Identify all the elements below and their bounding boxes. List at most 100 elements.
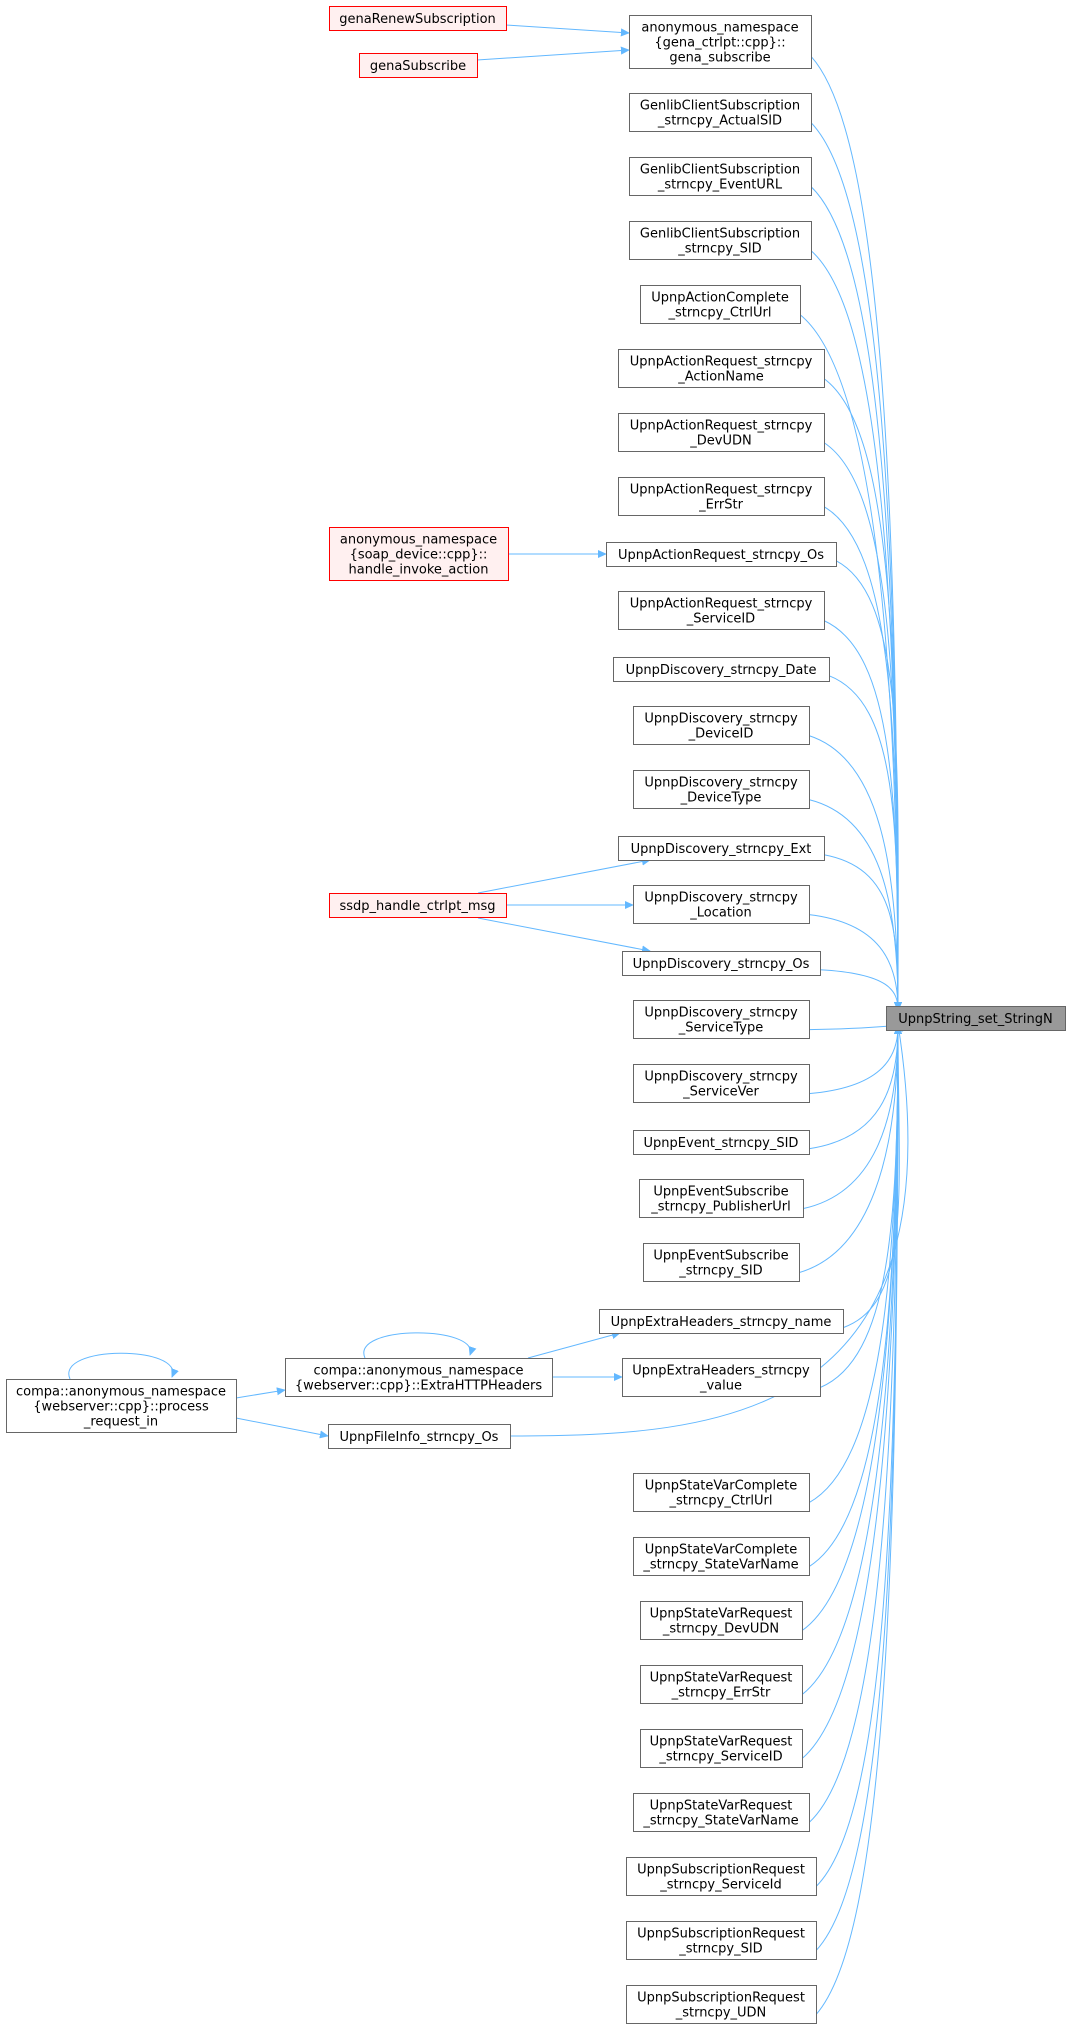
- node-gcs-eventurl[interactable]: GenlibClientSubscription_strncpy_EventUR…: [629, 157, 812, 196]
- node-ssdp-handle[interactable]: ssdp_handle_ctrlpt_msg: [329, 893, 507, 918]
- node-d-devicetype[interactable]: UpnpDiscovery_strncpy_DeviceType: [633, 770, 810, 809]
- node-ar-errstr[interactable]: UpnpActionRequest_strncpy_ErrStr: [618, 477, 825, 516]
- node-box: [622, 1358, 821, 1397]
- node-label: _strncpy_EventURL: [657, 178, 783, 193]
- node-sr-udn[interactable]: UpnpSubscriptionRequest_strncpy_UDN: [626, 1985, 817, 2024]
- node-label: GenlibClientSubscription: [640, 99, 800, 114]
- node-fi-os[interactable]: UpnpFileInfo_strncpy_Os: [328, 1424, 511, 1449]
- node-svr-statevarname[interactable]: UpnpStateVarRequest_strncpy_StateVarName: [633, 1793, 810, 1832]
- node-process-request-in[interactable]: compa::anonymous_namespace{webserver::cp…: [6, 1379, 237, 1433]
- node-es-publisherurl[interactable]: UpnpEventSubscribe_strncpy_PublisherUrl: [639, 1179, 804, 1218]
- node-ac-ctrlurl[interactable]: UpnpActionComplete_strncpy_CtrlUrl: [640, 285, 801, 324]
- node-label: UpnpDiscovery_strncpy: [644, 712, 798, 727]
- node-label: anonymous_namespace: [641, 21, 798, 36]
- edge-gena_renew-to-gena_subscribe: [505, 24, 630, 37]
- node-label: _strncpy_CtrlUrl: [668, 306, 772, 321]
- node-svr-devudn[interactable]: UpnpStateVarRequest_strncpy_DevUDN: [640, 1601, 803, 1640]
- edge-process-to-fileinfo: [235, 1417, 329, 1439]
- node-d-date[interactable]: UpnpDiscovery_strncpy_Date: [613, 657, 830, 682]
- node-ar-devudn[interactable]: UpnpActionRequest_strncpy_DevUDN: [618, 413, 825, 452]
- node-box: [643, 1243, 800, 1282]
- node-box: [359, 53, 478, 78]
- node-d-os[interactable]: UpnpDiscovery_strncpy_Os: [622, 951, 821, 976]
- node-label: UpnpActionRequest_strncpy: [630, 419, 813, 434]
- node-gena-subscribe-caller[interactable]: genaSubscribe: [359, 53, 478, 78]
- node-eh-name[interactable]: UpnpExtraHeaders_strncpy_name: [599, 1309, 844, 1334]
- node-box: [618, 349, 825, 388]
- node-label: UpnpStateVarRequest: [650, 1671, 793, 1686]
- edge-ar-os-to-target: [835, 560, 903, 1011]
- edge-svr-statevarname-to-target: [808, 1025, 903, 1824]
- node-label: _strncpy_ServiceID: [658, 1750, 782, 1765]
- node-box: [329, 6, 507, 31]
- node-box: [639, 1179, 804, 1218]
- node-label: UpnpFileInfo_strncpy_Os: [340, 1430, 499, 1445]
- node-svr-errstr[interactable]: UpnpStateVarRequest_strncpy_ErrStr: [640, 1665, 803, 1704]
- node-label: GenlibClientSubscription: [640, 163, 800, 178]
- edge-svc-statevarname-to-target: [808, 1025, 903, 1568]
- node-sr-sid[interactable]: UpnpSubscriptionRequest_strncpy_SID: [626, 1921, 817, 1960]
- node-box: [633, 1537, 810, 1576]
- node-box: [633, 1473, 810, 1512]
- node-box: [329, 893, 507, 918]
- node-label: _DeviceID: [688, 727, 754, 742]
- node-label: {gena_ctrlpt::cpp}::: [654, 36, 785, 51]
- node-d-location[interactable]: UpnpDiscovery_strncpy_Location: [633, 885, 810, 924]
- node-ar-os[interactable]: UpnpActionRequest_strncpy_Os: [606, 542, 837, 567]
- node-box: [629, 15, 812, 69]
- node-e-sid[interactable]: UpnpEvent_strncpy_SID: [633, 1130, 810, 1155]
- node-box: [618, 413, 825, 452]
- node-label: compa::anonymous_namespace: [314, 1364, 524, 1379]
- edge-es-publisherurl-to-target: [802, 1025, 903, 1210]
- node-label: UpnpEventSubscribe: [653, 1249, 788, 1264]
- node-label: genaSubscribe: [370, 59, 466, 74]
- node-label: {webserver::cpp}::process: [33, 1400, 209, 1415]
- node-label: UpnpActionRequest_strncpy_Os: [618, 548, 824, 563]
- node-box: [633, 1130, 810, 1155]
- node-gena-subscribe[interactable]: anonymous_namespace{gena_ctrlpt::cpp}::g…: [629, 15, 812, 69]
- node-d-servicever[interactable]: UpnpDiscovery_strncpy_ServiceVer: [633, 1064, 810, 1103]
- node-box: [640, 1665, 803, 1704]
- node-handle-invoke[interactable]: anonymous_namespace{soap_device::cpp}::h…: [329, 527, 509, 581]
- node-d-ext[interactable]: UpnpDiscovery_strncpy_Ext: [618, 836, 825, 861]
- node-gcs-sid[interactable]: GenlibClientSubscription_strncpy_SID: [629, 221, 812, 260]
- edge-d-servicever-to-target: [808, 1025, 903, 1095]
- node-ar-serviceid[interactable]: UpnpActionRequest_strncpy_ServiceID: [618, 591, 825, 630]
- node-label: ssdp_handle_ctrlpt_msg: [339, 899, 495, 914]
- node-extra-http-headers[interactable]: compa::anonymous_namespace{webserver::cp…: [285, 1358, 553, 1397]
- node-svc-ctrlurl[interactable]: UpnpStateVarComplete_strncpy_CtrlUrl: [633, 1473, 810, 1512]
- node-label: _ServiceType: [678, 1021, 763, 1036]
- node-box: [633, 885, 810, 924]
- node-label: UpnpActionRequest_strncpy: [630, 355, 813, 370]
- edge-ssdp-to-ext: [477, 857, 651, 894]
- node-label: UpnpDiscovery_strncpy: [644, 1006, 798, 1021]
- node-label: UpnpStateVarComplete: [645, 1479, 798, 1494]
- node-eh-value[interactable]: UpnpExtraHeaders_strncpy_value: [622, 1358, 821, 1397]
- node-label: _strncpy_StateVarName: [642, 1814, 798, 1829]
- node-box: [622, 951, 821, 976]
- node-es-sid[interactable]: UpnpEventSubscribe_strncpy_SID: [643, 1243, 800, 1282]
- node-label: UpnpString_set_StringN: [898, 1012, 1052, 1027]
- node-label: UpnpStateVarComplete: [645, 1543, 798, 1558]
- node-box: [640, 1729, 803, 1768]
- edge-ar-actionname-to-target: [823, 378, 903, 1011]
- node-label: UpnpStateVarRequest: [650, 1607, 793, 1622]
- node-d-deviceid[interactable]: UpnpDiscovery_strncpy_DeviceID: [633, 706, 810, 745]
- node-box: [633, 1793, 810, 1832]
- edge-ssdp-to-os: [477, 917, 651, 954]
- node-ar-actionname[interactable]: UpnpActionRequest_strncpy_ActionName: [618, 349, 825, 388]
- node-box: [618, 836, 825, 861]
- node-box: [613, 657, 830, 682]
- node-box: [618, 477, 825, 516]
- node-label: _strncpy_ErrStr: [671, 1686, 771, 1701]
- node-sr-serviceid[interactable]: UpnpSubscriptionRequest_strncpy_ServiceI…: [626, 1857, 817, 1896]
- node-box: [329, 527, 509, 581]
- node-label: UpnpActionRequest_strncpy: [630, 597, 813, 612]
- node-svr-serviceid[interactable]: UpnpStateVarRequest_strncpy_ServiceID: [640, 1729, 803, 1768]
- edge-d-deviceid-to-target: [808, 735, 903, 1011]
- node-target[interactable]: UpnpString_set_StringN: [886, 1006, 1066, 1031]
- node-gcs-actualsid[interactable]: GenlibClientSubscription_strncpy_ActualS…: [629, 93, 812, 132]
- node-d-servicetype[interactable]: UpnpDiscovery_strncpy_ServiceType: [633, 1000, 810, 1039]
- node-gena-renew[interactable]: genaRenewSubscription: [329, 6, 507, 31]
- node-svc-statevarname[interactable]: UpnpStateVarComplete_strncpy_StateVarNam…: [633, 1537, 810, 1576]
